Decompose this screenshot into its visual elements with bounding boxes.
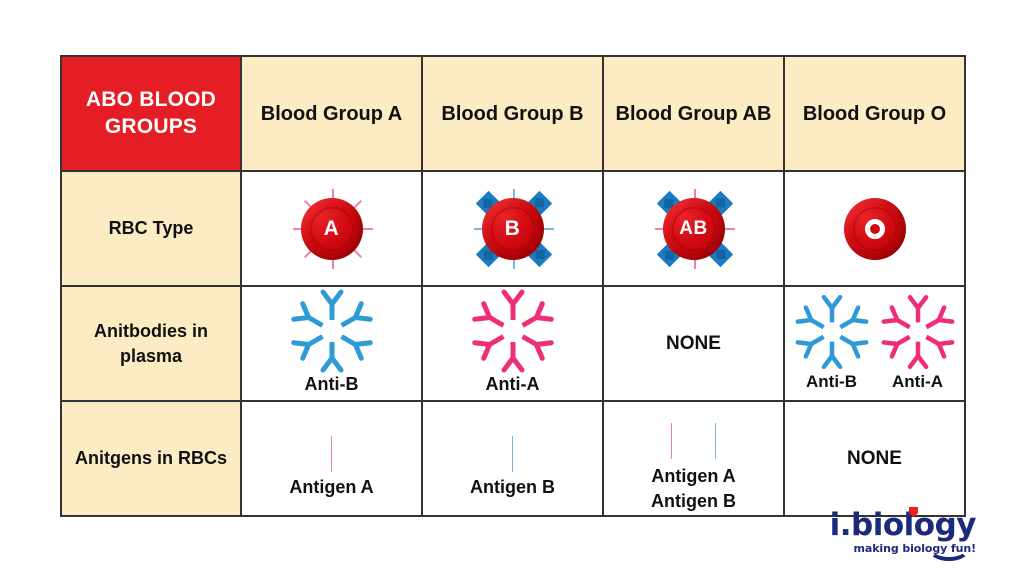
- cell-rbc-type-b: B: [421, 170, 604, 287]
- column-header-blood-group-ab: Blood Group AB: [602, 55, 785, 172]
- table-row-antigens: Anitgens in RBCs Antigen A: [60, 400, 966, 517]
- cell-antibodies-ab: NONE: [602, 285, 785, 402]
- antigen-a-icon-ab: [655, 405, 689, 461]
- rbc-icon-o: [819, 173, 931, 285]
- logo-wordmark-text: i.biology: [829, 507, 977, 543]
- ibiology-logo: i.biology making biology fun!: [796, 507, 977, 562]
- antigen-caption-ab-b: Antigen B: [651, 490, 736, 511]
- rbc-letter-b: B: [504, 216, 521, 240]
- antibody-caption-o-anti-a: Anti-A: [892, 371, 943, 391]
- table-row-rbc-type: RBC Type A: [60, 170, 966, 287]
- antigen-caption-a: Antigen A: [289, 477, 374, 498]
- table-header-row: ABO BLOOD GROUPS Blood Group A Blood Gro…: [60, 55, 966, 172]
- cell-rbc-type-ab: AB: [602, 170, 785, 287]
- rbc-letter-o: [864, 218, 885, 239]
- cell-rbc-type-a: A: [240, 170, 423, 287]
- row-label-antigens: Anitgens in RBCs: [60, 400, 242, 517]
- antibody-cluster-anti-b: [289, 289, 375, 373]
- table-corner-title: ABO BLOOD GROUPS: [60, 55, 242, 172]
- antibody-cluster-anti-a: [470, 289, 556, 373]
- column-header-blood-group-o: Blood Group O: [783, 55, 966, 172]
- logo-wordmark: i.biology: [796, 507, 977, 543]
- antibody-cluster-o-anti-b: [792, 294, 872, 369]
- antibody-caption-a: Anti-B: [304, 374, 359, 395]
- antibody-cluster-o-anti-a: [878, 294, 958, 369]
- antigen-caption-b: Antigen B: [470, 477, 555, 498]
- abo-blood-groups-table: ABO BLOOD GROUPS Blood Group A Blood Gro…: [60, 55, 966, 517]
- table-row-antibodies: Anitbodies in plasma: [60, 285, 966, 402]
- rbc-letter-ab: AB: [679, 217, 708, 239]
- rbc-letter-a: A: [323, 216, 340, 240]
- row-label-rbc-type: RBC Type: [60, 170, 242, 287]
- cell-antibodies-o: Anti-B: [783, 285, 966, 402]
- antibody-caption-o-anti-b: Anti-B: [806, 371, 857, 391]
- cell-antigens-ab: Antigen A Antigen B: [602, 400, 785, 517]
- antigen-a-icon: [314, 418, 348, 474]
- antibody-caption-b: Anti-A: [485, 374, 540, 395]
- rbc-icon-a: A: [276, 173, 388, 285]
- row-label-antibodies: Anitbodies in plasma: [60, 285, 242, 402]
- rbc-icon-ab: AB: [638, 173, 750, 285]
- logo-flag-icon: [909, 507, 918, 517]
- cell-rbc-type-o: [783, 170, 966, 287]
- column-header-blood-group-b: Blood Group B: [421, 55, 604, 172]
- antigen-b-icon: [496, 418, 530, 474]
- cell-antibodies-a: Anti-B: [240, 285, 423, 402]
- cell-antigens-a: Antigen A: [240, 400, 423, 517]
- antigen-b-icon-ab: [699, 405, 733, 461]
- cell-antigens-o: NONE: [783, 400, 966, 517]
- logo-smile-icon: [928, 547, 970, 561]
- antigen-caption-ab-a: Antigen A: [651, 466, 736, 486]
- cell-antibodies-b: Anti-A: [421, 285, 604, 402]
- cell-antigens-b: Antigen B: [421, 400, 604, 517]
- column-header-blood-group-a: Blood Group A: [240, 55, 423, 172]
- rbc-icon-b: B: [457, 173, 569, 285]
